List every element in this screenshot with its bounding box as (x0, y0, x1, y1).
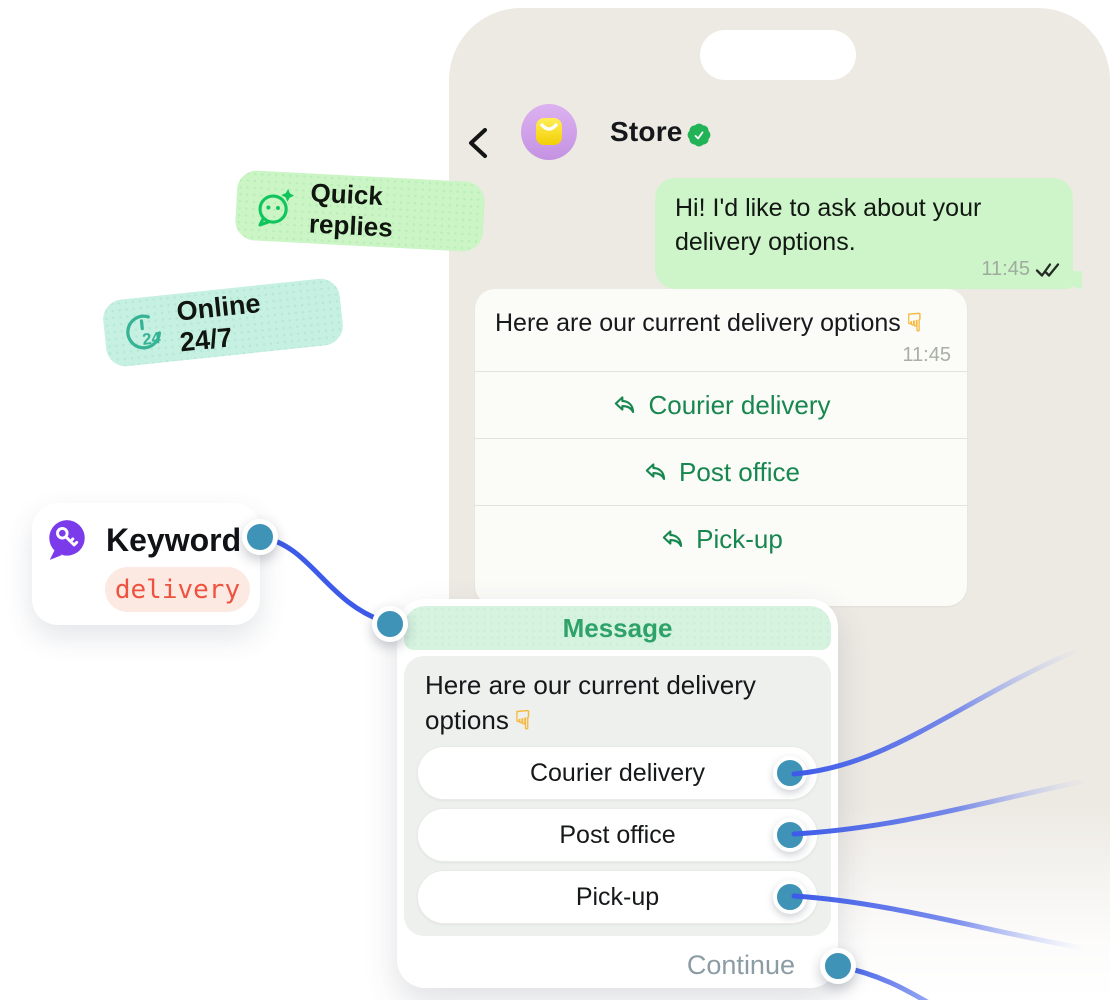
keyword-node-card[interactable]: Keyword delivery (32, 503, 260, 625)
quick-replies-badge: Quick replies (234, 169, 486, 253)
online-badge: 24 Online 24/7 (101, 276, 345, 369)
connector-dot[interactable] (773, 818, 807, 852)
bubble-tail (1064, 271, 1082, 289)
phone-notch (700, 30, 856, 80)
reply-arrow-icon (662, 530, 683, 548)
node-button-post-office[interactable]: Post office (417, 808, 818, 862)
node-continue[interactable]: Continue (686, 949, 795, 980)
keyword-tag[interactable]: delivery (105, 567, 250, 612)
chat-option-courier-delivery[interactable]: Courier delivery (475, 371, 967, 438)
message-node-text: Here are our current delivery options (417, 666, 818, 738)
back-chevron-icon[interactable] (465, 126, 491, 160)
quick-replies-label: Quick replies (308, 177, 394, 243)
message-node-header[interactable]: Message (404, 606, 831, 650)
incoming-message-bubble: Here are our current delivery options 11… (475, 289, 967, 606)
incoming-message-text: Here are our current delivery options (475, 289, 967, 341)
chat-header: Store (449, 104, 1110, 184)
incoming-timestamp: 11:45 (902, 344, 951, 366)
point-down-emoji (509, 705, 531, 735)
chat-sparkle-icon (258, 188, 295, 227)
connector-dot[interactable] (820, 948, 856, 984)
keyword-title: Keyword (106, 521, 242, 558)
connector-dot[interactable] (773, 756, 807, 790)
message-node-body: Here are our current delivery options Co… (404, 656, 831, 936)
online-label: Online 24/7 (175, 287, 262, 358)
verified-badge-icon (687, 123, 711, 147)
key-bubble-icon (49, 520, 85, 560)
connector-dot[interactable] (773, 880, 807, 914)
read-receipt-icon (1035, 262, 1060, 277)
reply-arrow-icon (615, 396, 635, 414)
reply-arrow-icon (645, 463, 666, 481)
store-avatar-bag-icon (521, 104, 577, 160)
svg-text:24: 24 (142, 329, 162, 349)
node-button-courier-delivery[interactable]: Courier delivery (417, 746, 818, 800)
point-down-emoji (901, 309, 922, 337)
outgoing-message-text: Hi! I'd like to ask about your delivery … (675, 194, 982, 256)
connector-dot[interactable] (372, 606, 408, 642)
clock-24-icon: 24 (126, 314, 162, 349)
message-node-card[interactable]: Message Here are our current delivery op… (397, 599, 838, 988)
chat-option-post-office[interactable]: Post office (475, 438, 967, 505)
outgoing-message-bubble: Hi! I'd like to ask about your delivery … (655, 178, 1082, 289)
chat-option-pick-up[interactable]: Pick-up (475, 505, 967, 572)
node-button-pick-up[interactable]: Pick-up (417, 870, 818, 924)
outgoing-timestamp: 11:45 (981, 258, 1030, 280)
chat-title: Store (610, 116, 683, 147)
connector-dot[interactable] (242, 519, 278, 555)
